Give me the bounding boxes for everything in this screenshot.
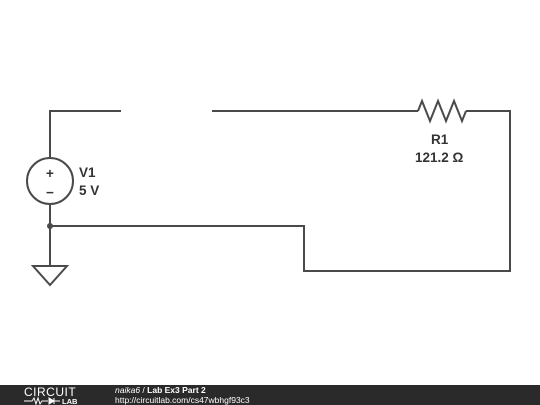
footer-line-1: naika6 / Lab Ex3 Part 2	[115, 385, 206, 395]
ground-symbol	[30, 265, 70, 287]
resistor-r1-symbol	[417, 98, 467, 124]
source-minus-symbol: −	[46, 185, 54, 200]
logo-bottom-text: LAB	[62, 397, 78, 405]
circuit-schematic: + − V1 5 V R1 121.2 Ω	[26, 98, 511, 287]
logo-resistor-icon	[24, 396, 48, 405]
logo-diode-icon	[48, 397, 60, 405]
voltage-source-v1: + −	[26, 157, 74, 205]
footer-title[interactable]: Lab Ex3 Part 2	[147, 385, 206, 395]
wire-right-loop	[50, 110, 511, 272]
resistor-name-label: R1	[431, 132, 449, 147]
logo-top-text: CIRCUIT	[24, 385, 76, 399]
footer-separator: /	[140, 385, 148, 395]
source-plus-symbol: +	[46, 166, 54, 181]
source-value-label: 5 V	[79, 183, 99, 198]
footer-bar: CIRCUIT LAB naika6 / Lab Ex3 Part 2 http…	[0, 385, 540, 405]
source-name-label: V1	[79, 165, 96, 180]
footer-line-2: http://circuitlab.com/cs47wbhgf93c3	[115, 395, 250, 405]
footer-author[interactable]: naika6	[115, 385, 141, 395]
wire-top-left	[49, 110, 121, 158]
circuitlab-logo: CIRCUIT LAB	[24, 385, 78, 405]
junction-dot	[47, 223, 53, 229]
resistor-value-label: 121.2 Ω	[415, 150, 464, 165]
footer-url-link[interactable]: http://circuitlab.com/cs47wbhgf93c3	[115, 395, 250, 405]
